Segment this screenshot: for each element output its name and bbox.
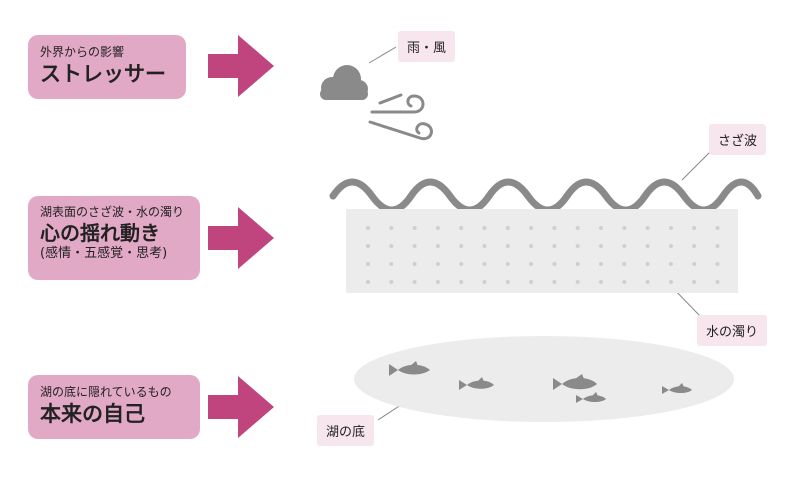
turbidity-dot bbox=[668, 262, 673, 266]
ripples-label: さざ波 bbox=[709, 124, 767, 155]
stressor-title: ストレッサー bbox=[40, 62, 166, 86]
turbidity-dot bbox=[715, 244, 720, 248]
true-self-title: 本来の自己 bbox=[40, 402, 145, 426]
turbidity-dot bbox=[482, 226, 487, 230]
turbidity-dot bbox=[435, 280, 440, 284]
turbidity-dot bbox=[552, 262, 557, 266]
turbidity-dot bbox=[412, 244, 417, 248]
turbidity-dot bbox=[435, 244, 440, 248]
turbidity-dot bbox=[622, 262, 627, 266]
turbidity-dot bbox=[599, 262, 603, 266]
turbidity-dot bbox=[692, 226, 697, 230]
stressor-caption: 外界からの影響 bbox=[40, 45, 125, 59]
turbidity-dot bbox=[389, 226, 394, 230]
turbidity-dots bbox=[366, 226, 720, 284]
turbidity-dot bbox=[459, 280, 464, 284]
turbidity-dot bbox=[668, 244, 673, 248]
turbidity-dot bbox=[505, 226, 510, 230]
rain-wind-label: 雨・風 bbox=[398, 31, 456, 62]
turbidity-dot bbox=[575, 244, 580, 248]
turbidity-dot bbox=[482, 280, 487, 284]
turbidity-dot bbox=[668, 280, 673, 284]
turbidity-dot bbox=[459, 262, 464, 266]
turbidity-dot bbox=[435, 226, 440, 230]
turbidity-dot bbox=[529, 280, 534, 284]
mind-fluctuation-subtitle: (感情・五感覚・思考) bbox=[40, 246, 168, 261]
fish-icon bbox=[389, 361, 692, 403]
turbidity-dot bbox=[366, 226, 370, 230]
arrow-icon bbox=[208, 35, 274, 97]
turbidity-dot bbox=[366, 244, 370, 248]
turbidity-dot bbox=[668, 226, 673, 230]
turbidity-dot bbox=[645, 280, 650, 284]
turbidity-dot bbox=[622, 226, 627, 230]
lake-bottom bbox=[354, 336, 734, 422]
turbidity-dot bbox=[482, 244, 487, 248]
true-self-box: 湖の底に隠れているもの 本来の自己 bbox=[28, 375, 200, 439]
turbidity-dot bbox=[529, 262, 534, 266]
turbidity-dot bbox=[645, 262, 650, 266]
turbidity-dot bbox=[715, 226, 720, 230]
turbidity-dot bbox=[389, 280, 394, 284]
turbidity-dot bbox=[715, 280, 720, 284]
murky-water bbox=[346, 209, 738, 293]
cloud-icon bbox=[320, 65, 368, 100]
stressor-box: 外界からの影響 ストレッサー bbox=[28, 35, 186, 99]
turbidity-dot bbox=[692, 262, 697, 266]
turbidity-dot bbox=[575, 226, 580, 230]
turbidity-dot bbox=[645, 226, 650, 230]
turbidity-dot bbox=[459, 244, 464, 248]
turbidity-dot bbox=[459, 226, 464, 230]
turbidity-dot bbox=[366, 280, 370, 284]
turbidity-dot bbox=[575, 280, 580, 284]
turbidity-dot bbox=[529, 244, 534, 248]
turbidity-dot bbox=[505, 280, 510, 284]
turbidity-dot bbox=[552, 280, 557, 284]
turbidity-dot bbox=[529, 226, 534, 230]
turbidity-dot bbox=[622, 244, 627, 248]
turbidity-label: 水の濁り bbox=[697, 315, 768, 346]
turbidity-dot bbox=[505, 244, 510, 248]
turbidity-dot bbox=[505, 262, 510, 266]
turbidity-dot bbox=[482, 262, 487, 266]
wind-icon bbox=[368, 93, 433, 141]
turbidity-dot bbox=[412, 226, 417, 230]
turbidity-dot bbox=[412, 262, 417, 266]
turbidity-dot bbox=[435, 262, 440, 266]
arrow-icon bbox=[208, 376, 274, 438]
lake-bottom-label: 湖の底 bbox=[317, 415, 375, 446]
mind-fluctuation-caption: 湖表面のさざ波・水の濁り bbox=[40, 205, 185, 219]
turbidity-dot bbox=[575, 262, 580, 266]
turbidity-dot bbox=[715, 262, 720, 266]
turbidity-dot bbox=[389, 244, 394, 248]
turbidity-dot bbox=[645, 244, 650, 248]
turbidity-dot bbox=[692, 244, 697, 248]
turbidity-dot bbox=[622, 280, 627, 284]
turbidity-dot bbox=[552, 244, 557, 248]
turbidity-dot bbox=[389, 262, 394, 266]
turbidity-dot bbox=[692, 280, 697, 284]
mind-fluctuation-title: 心の揺れ動き bbox=[40, 221, 160, 245]
turbidity-dot bbox=[599, 226, 603, 230]
turbidity-dot bbox=[599, 244, 603, 248]
turbidity-dot bbox=[599, 280, 603, 284]
turbidity-dot bbox=[412, 280, 417, 284]
arrow-icon bbox=[208, 207, 274, 269]
turbidity-dot bbox=[366, 262, 370, 266]
mind-fluctuation-box: 湖表面のさざ波・水の濁り 心の揺れ動き (感情・五感覚・思考) bbox=[28, 196, 200, 280]
turbidity-dot bbox=[552, 226, 557, 230]
ripple-wave bbox=[329, 178, 762, 214]
true-self-caption: 湖の底に隠れているもの bbox=[40, 385, 172, 399]
